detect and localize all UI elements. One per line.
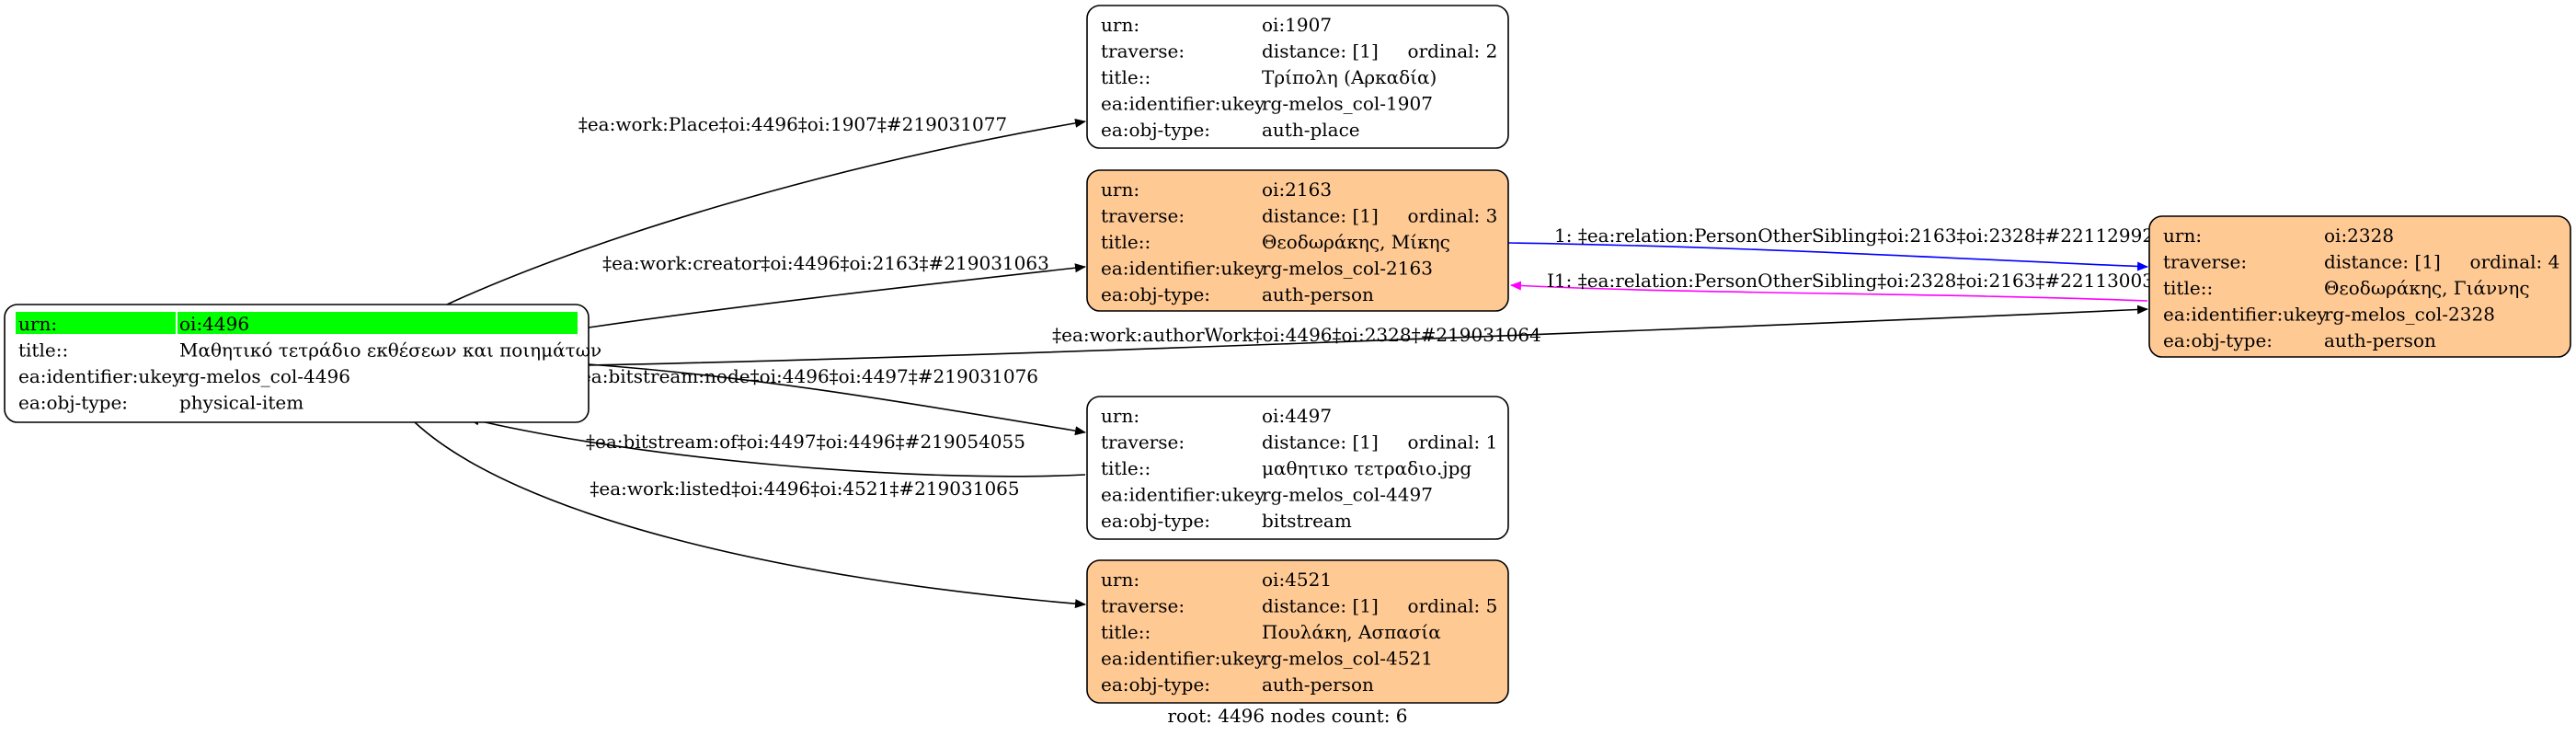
node-field-value: auth-person [2324,329,2436,351]
root-highlight-value [177,312,578,334]
node-box [1086,5,1509,149]
edges-layer: ‡ea:work:Place‡oi:4496‡oi:1907‡#21903107… [414,113,2166,609]
node-field-value: rg-melos_col-4497 [1262,484,1433,506]
node-field-value: oi:1907 [1262,14,1332,36]
node-field-key: title:: [18,339,68,362]
node-field-key: ea:identifier:ukey [1101,484,1265,506]
node-field-key: ea:identifier:ukey [1101,93,1265,115]
node-field-key: title:: [1101,621,1151,643]
node-field-key: urn: [1101,178,1139,201]
node-field-key: title:: [1101,457,1151,479]
node-box [1086,169,1509,312]
edge-label-oi4496-oi1907: ‡ea:work:Place‡oi:4496‡oi:1907‡#21903107… [578,113,1007,135]
node-field-value: auth-person [1262,283,1374,305]
node-field-key: ea:identifier:ukey [2163,304,2328,326]
edge-line-oi4496-oi2163 [588,263,1086,328]
node-field-key: title:: [2163,277,2213,299]
edge-line-oi4496-oi1907 [446,118,1086,305]
node-field-value: oi:4496 [179,313,249,335]
node-field-value: Τρίπολη (Αρκαδία) [1262,66,1437,88]
node-field-key: traverse: [1101,40,1185,63]
node-field-key: urn: [18,313,57,335]
footer-summary: root: 4496 nodes count: 6 [1167,705,1407,727]
node-field-key: ea:identifier:ukey [1101,648,1265,670]
node-field-value: distance: [1] ordinal: 5 [1262,595,1497,617]
node-field-key: traverse: [1101,431,1185,454]
node-field-key: urn: [1101,405,1139,427]
edge-label-oi4497-oi4496: ‡ea:bitstream:of‡oi:4497‡oi:4496‡#219054… [586,431,1025,453]
node-field-value: rg-melos_col-4521 [1262,648,1433,670]
edge-line-oi2328-oi2163 [1510,281,2148,302]
edge-label-oi2163-oi2328: 1: ‡ea:relation:PersonOtherSibling‡oi:21… [1554,224,2166,247]
node-field-value: oi:2328 [2324,224,2394,247]
node-field-value: Μαθητικό τετράδιο εκθέσεων και ποιημάτων [179,339,601,362]
node-field-key: ea:obj-type: [18,392,128,414]
node-field-value: rg-melos_col-2328 [2324,304,2495,326]
node-field-key: ea:obj-type: [1101,510,1210,532]
edge-line-oi4497-oi4496 [468,416,1086,477]
node-field-value: distance: [1] ordinal: 3 [1262,205,1497,227]
node-field-key: ea:identifier:ukey [18,365,183,387]
node-field-key: ea:identifier:ukey [1101,258,1265,280]
node-field-value: rg-melos_col-2163 [1262,258,1433,280]
node-field-key: urn: [1101,14,1139,36]
node-field-value: μαθητικο τετραδιο.jpg [1262,457,1471,479]
node-field-value: oi:2163 [1262,178,1332,201]
node-field-key: urn: [1101,569,1139,591]
edge-label-oi4496-oi2163: ‡ea:work:creator‡oi:4496‡oi:2163‡#219031… [602,252,1049,274]
edge-line-oi4496-oi4497 [588,363,1086,436]
edge-label-oi2328-oi2163: I1: ‡ea:relation:PersonOtherSibling‡oi:2… [1547,270,2166,292]
node-field-key: ea:obj-type: [1101,283,1210,305]
node-field-key: ea:obj-type: [1101,119,1210,141]
node-oi4497[interactable]: urn: oi:4497 traverse: distance: [1] ordina… [1086,396,1509,540]
node-field-value: rg-melos_col-1907 [1262,93,1433,115]
edge-line-oi4496-oi4521 [414,421,1086,609]
edge-label-oi4496-oi2328: ‡ea:work:authorWork‡oi:4496‡oi:2328‡#219… [1052,324,1541,346]
node-field-key: traverse: [1101,205,1185,227]
node-box [2148,215,2571,358]
root-highlight-key [16,312,176,334]
node-field-value: Θεοδωράκης, Γιάννης [2324,277,2530,299]
node-field-key: traverse: [2163,251,2247,273]
node-field-value: distance: [1] ordinal: 2 [1262,40,1497,63]
edge-label-oi4496-oi4521: ‡ea:work:listed‡oi:4496‡oi:4521‡#2190310… [590,477,1019,500]
node-field-value: oi:4497 [1262,405,1332,427]
node-field-value: rg-melos_col-4496 [179,365,350,387]
node-field-key: ea:obj-type: [1101,673,1210,696]
node-field-key: ea:obj-type: [2163,329,2273,351]
node-oi2328[interactable]: urn: oi:2328 traverse: distance: [1] ordina… [2148,215,2571,358]
node-field-value: bitstream [1262,510,1352,532]
edge-line-oi2163-oi2328 [1507,242,2148,271]
edge-line-oi4496-oi2328 [588,305,2148,366]
edge-label-oi4496-oi4497: ‡ea:bitstream:node‡oi:4496‡oi:4497‡#2190… [571,365,1038,387]
node-field-key: title:: [1101,66,1151,88]
node-box [1086,559,1509,704]
node-field-value: physical-item [179,392,303,414]
node-oi2163[interactable]: urn: oi:2163 traverse: distance: [1] ordina… [1086,169,1509,312]
node-field-key: title:: [1101,231,1151,253]
node-field-value: distance: [1] ordinal: 4 [2324,251,2559,273]
node-field-value: Πουλάκη, Ασπασία [1262,621,1441,643]
node-field-value: distance: [1] ordinal: 1 [1262,431,1497,454]
node-field-value: auth-place [1262,119,1360,141]
node-box [1086,396,1509,540]
node-oi1907[interactable]: urn: oi:1907 traverse: distance: [1] ordina… [1086,5,1509,149]
node-field-value: Θεοδωράκης, Μίκης [1262,231,1450,253]
node-field-key: urn: [2163,224,2202,247]
node-field-key: traverse: [1101,595,1185,617]
node-field-value: oi:4521 [1262,569,1332,591]
node-oi4521[interactable]: urn: oi:4521 traverse: distance: [1] ordina… [1086,559,1509,704]
node-field-value: auth-person [1262,673,1374,696]
